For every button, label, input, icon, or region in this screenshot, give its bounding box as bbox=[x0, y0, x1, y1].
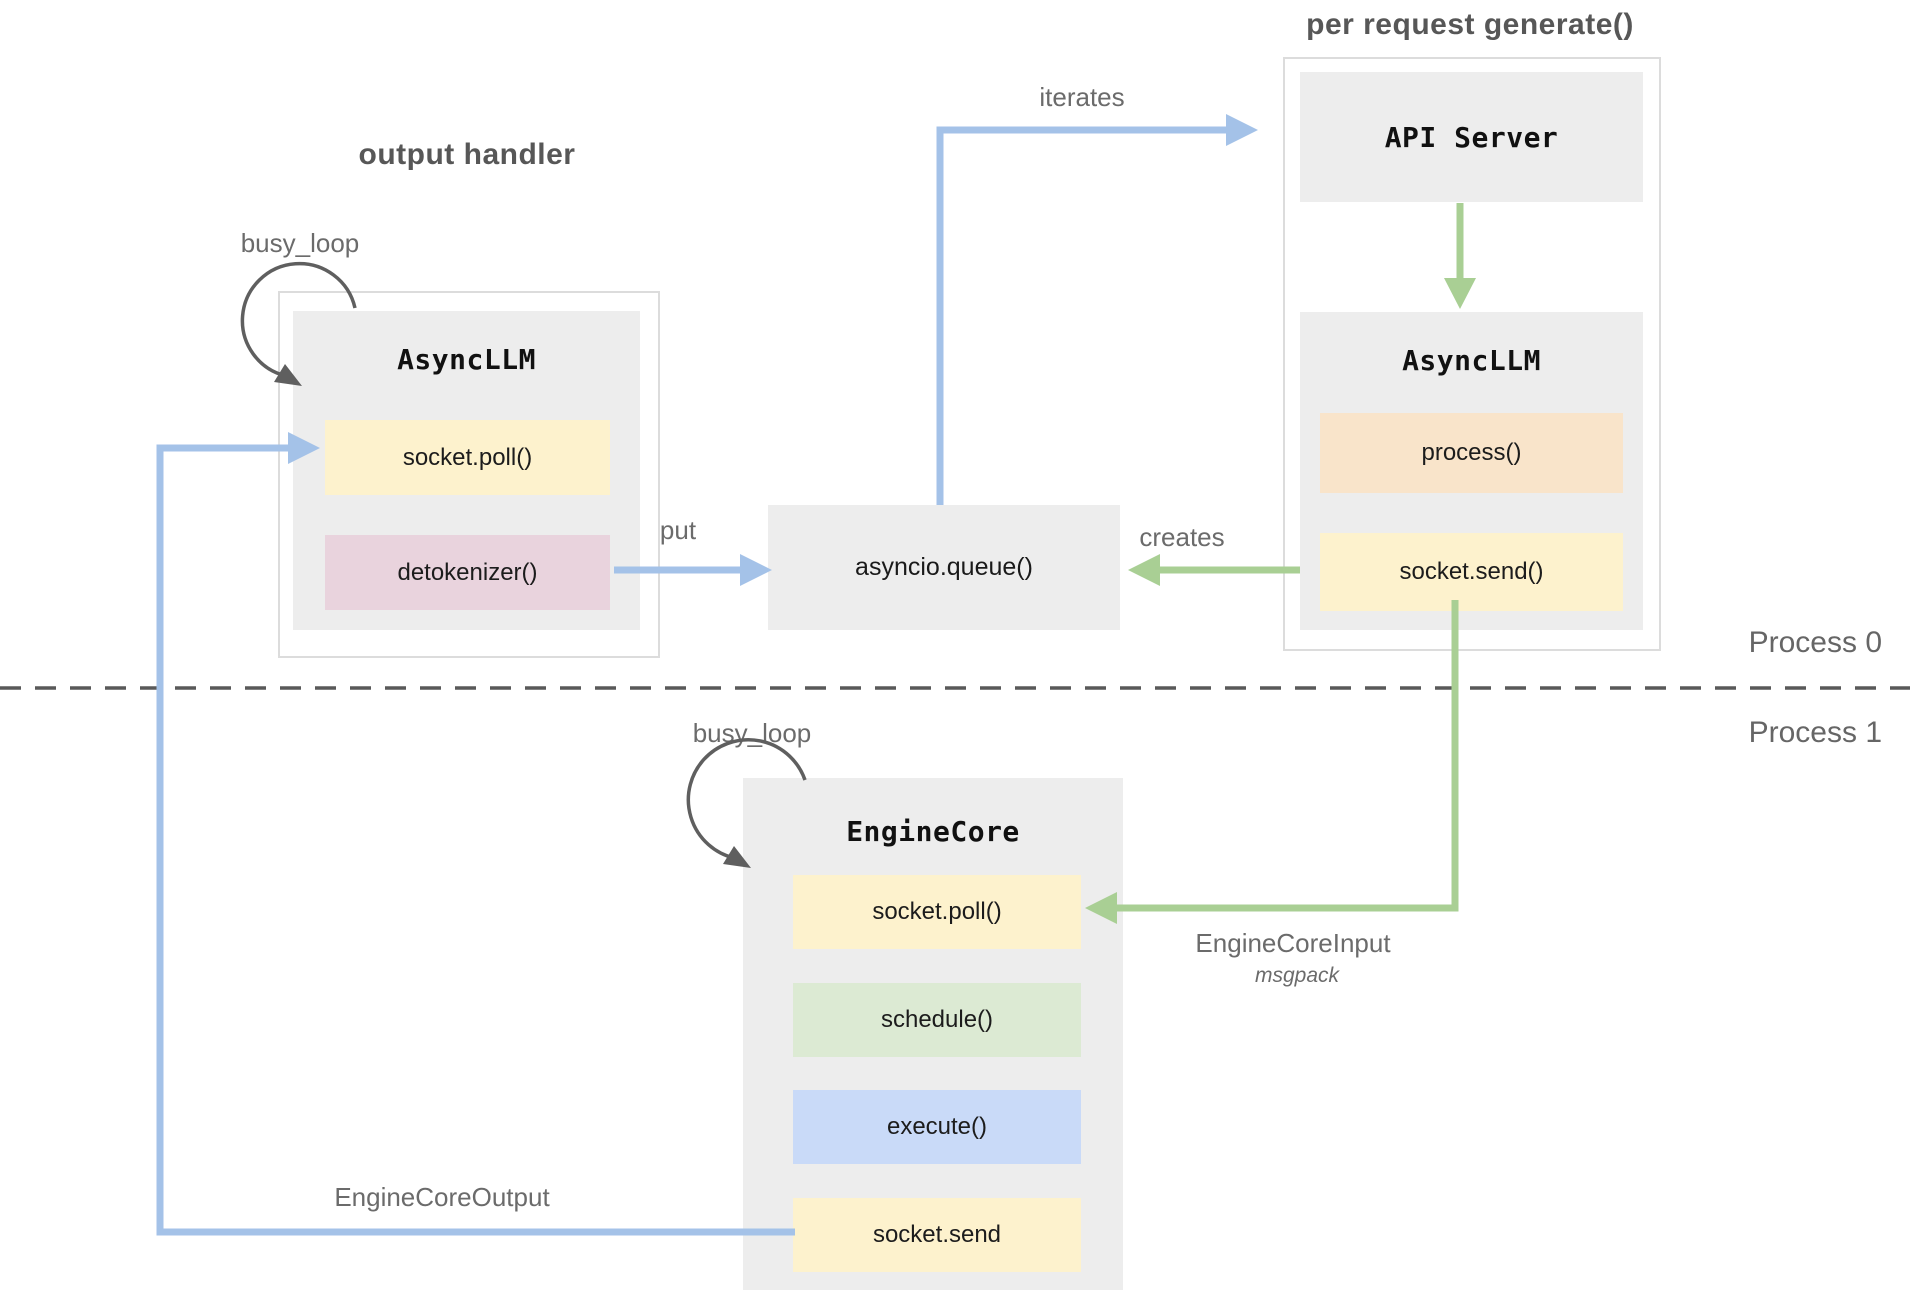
iterates-label: iterates bbox=[1039, 82, 1125, 112]
process-chip: process() bbox=[1320, 413, 1623, 493]
busy-loop-label-bottom: busy_loop bbox=[692, 718, 812, 748]
engine-core-title: EngineCore bbox=[846, 815, 1020, 848]
execute-chip: execute() bbox=[793, 1090, 1081, 1164]
async-llm-left-title: AsyncLLM bbox=[397, 343, 536, 376]
async-llm-right-title: AsyncLLM bbox=[1402, 344, 1541, 377]
schedule-chip: schedule() bbox=[793, 983, 1081, 1057]
output-handler-title: output handler bbox=[358, 138, 576, 171]
creates-arrow-head bbox=[1128, 554, 1160, 586]
engine-core-input-label: EngineCoreInput bbox=[1195, 928, 1391, 958]
engine-socket-send-chip: socket.send bbox=[793, 1198, 1081, 1272]
api-server-title: API Server bbox=[1384, 120, 1559, 154]
process-0-label: Process 0 bbox=[1748, 626, 1882, 659]
api-server-node: API Server bbox=[1300, 72, 1643, 202]
iterates-arrow-head bbox=[1226, 114, 1258, 146]
busy-loop-label-top: busy_loop bbox=[240, 228, 360, 258]
iterates-arrow-line bbox=[936, 126, 1228, 505]
engine-core-output-label: EngineCoreOutput bbox=[334, 1182, 550, 1212]
socket-send-right-chip: socket.send() bbox=[1320, 533, 1623, 611]
process-1-label: Process 1 bbox=[1748, 716, 1882, 749]
detokenizer-chip: detokenizer() bbox=[325, 535, 610, 610]
per-request-generate-title: per request generate() bbox=[1306, 8, 1634, 41]
creates-label: creates bbox=[1139, 522, 1225, 552]
put-label: put bbox=[659, 515, 697, 545]
socket-poll-left-chip: socket.poll() bbox=[325, 420, 610, 495]
engine-socket-poll-chip: socket.poll() bbox=[793, 875, 1081, 949]
msgpack-label: msgpack bbox=[1254, 964, 1340, 987]
asyncio-queue-node: asyncio.queue() bbox=[768, 505, 1120, 630]
